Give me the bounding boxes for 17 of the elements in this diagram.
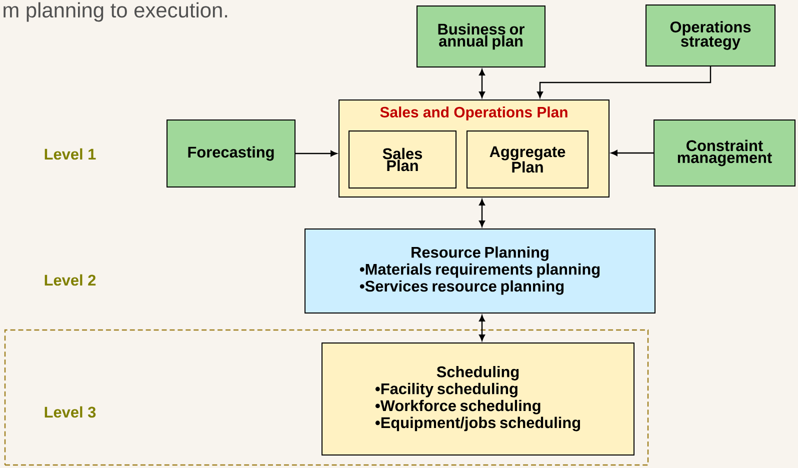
process-box: Constraint management	[654, 120, 796, 186]
arrow	[479, 69, 485, 98]
level-label: Level 1	[44, 148, 96, 160]
arrow	[479, 199, 485, 227]
arrow	[537, 66, 712, 98]
arrow	[296, 150, 337, 156]
arrow	[479, 315, 485, 341]
level-label: Level 2	[44, 274, 96, 286]
heading-text: m planning to execution.	[4, 2, 228, 22]
arrow	[611, 150, 654, 156]
scheduling-box: Scheduling •Facility scheduling •Workforce scheduling •Equipment/jobs scheduling	[322, 342, 634, 456]
plan-box: Aggregate Plan	[466, 130, 588, 188]
process-box: Operations strategy	[646, 4, 776, 66]
process-box: Business or annual plan	[416, 6, 546, 68]
planning-box: Resource Planning •Materials requirements planning •Services resource planning	[304, 228, 656, 314]
process-box: Forecasting	[166, 120, 296, 188]
plan-box: Sales Plan	[348, 130, 456, 188]
